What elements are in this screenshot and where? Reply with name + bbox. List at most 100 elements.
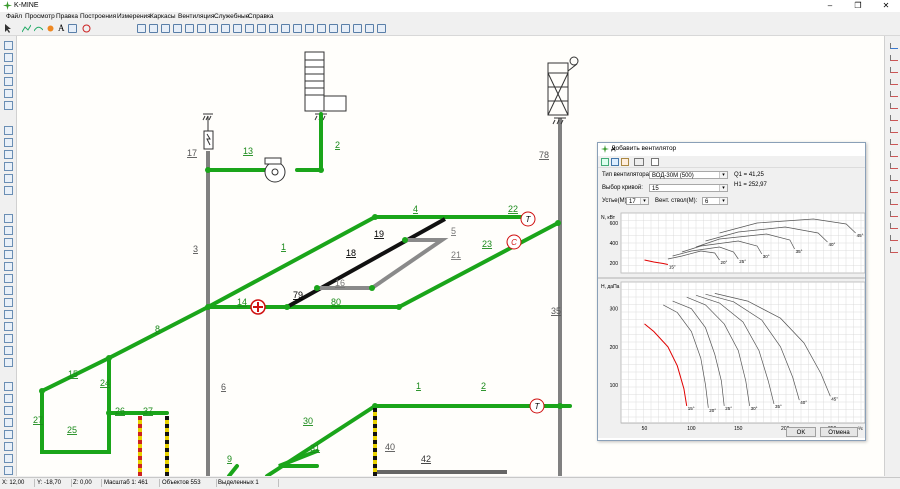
snap-mid-icon[interactable] <box>890 67 898 73</box>
curve-select[interactable]: 15 ▾ <box>649 184 728 192</box>
node-icon[interactable] <box>4 394 13 403</box>
grid-icon[interactable] <box>4 430 13 439</box>
calculator-icon[interactable] <box>4 310 13 319</box>
snap-apparent-icon[interactable] <box>890 199 898 205</box>
zoom-out-icon[interactable] <box>161 24 170 33</box>
cancel-button[interactable]: Отмена <box>820 427 858 437</box>
view-3d-icon[interactable] <box>281 24 290 33</box>
curve-icon[interactable] <box>34 24 43 33</box>
rotate-icon[interactable] <box>4 174 13 183</box>
snap-insert-icon[interactable] <box>890 163 898 169</box>
zoom-scale-icon[interactable] <box>305 24 314 33</box>
import-icon[interactable] <box>4 89 13 98</box>
snap-parallel-icon[interactable] <box>890 175 898 181</box>
snap-nearest-icon[interactable] <box>890 139 898 145</box>
snap-z-icon[interactable] <box>890 235 898 241</box>
snap-end-icon[interactable] <box>890 55 898 61</box>
view-front-icon[interactable] <box>257 24 266 33</box>
magnifier-minus-icon[interactable] <box>377 24 386 33</box>
split-icon[interactable] <box>4 358 13 367</box>
layers-icon[interactable] <box>4 126 13 135</box>
mirror-icon[interactable] <box>4 186 13 195</box>
cut-icon[interactable] <box>4 250 13 259</box>
paste-icon[interactable] <box>4 238 13 247</box>
snap-settings-icon[interactable] <box>890 223 898 229</box>
chart-view-icon[interactable] <box>611 158 619 166</box>
zoom-window-icon[interactable] <box>137 24 146 33</box>
snap-grid-icon[interactable] <box>890 43 898 49</box>
menu-constructions[interactable]: Построения <box>80 13 117 20</box>
minimize-button[interactable]: – <box>827 1 833 10</box>
zoom-previous-icon[interactable] <box>185 24 194 33</box>
fan-type-select[interactable]: ВОД-30М (500) ▾ <box>649 171 728 179</box>
copy-icon[interactable] <box>4 226 13 235</box>
table-icon[interactable] <box>4 214 13 223</box>
mouths-select[interactable]: 17 ▾ <box>626 197 649 205</box>
menu-service[interactable]: Служебные <box>214 13 250 20</box>
properties-icon[interactable] <box>4 298 13 307</box>
ok-button[interactable]: OK <box>786 427 816 437</box>
brush-icon[interactable] <box>4 262 13 271</box>
menu-frames[interactable]: Каркасы <box>150 13 176 20</box>
circle-tool-icon[interactable] <box>82 24 91 33</box>
measure-icon[interactable] <box>4 322 13 331</box>
shaft-select[interactable]: 6 ▾ <box>702 197 728 205</box>
save-as-icon[interactable] <box>4 77 13 86</box>
zoom-fit-icon[interactable] <box>317 24 326 33</box>
point-icon[interactable] <box>46 24 55 33</box>
menu-file[interactable]: Файл <box>6 13 22 20</box>
tunnel-icon[interactable] <box>4 274 13 283</box>
restore-button[interactable]: ❐ <box>854 1 862 10</box>
menu-edit[interactable]: Правка <box>56 13 78 20</box>
menu-ventilation[interactable]: Вентиляция <box>178 13 215 20</box>
edit-icon[interactable] <box>621 158 629 166</box>
snap-extension-icon[interactable] <box>890 187 898 193</box>
menu-view[interactable]: Просмотр <box>25 13 55 20</box>
zoom-all-icon[interactable] <box>221 24 230 33</box>
join-icon[interactable] <box>4 346 13 355</box>
document-icon[interactable] <box>651 158 659 166</box>
move-icon[interactable] <box>4 162 13 171</box>
zoom-center-icon[interactable] <box>329 24 338 33</box>
snap-center-icon[interactable] <box>890 79 898 85</box>
text-tool-icon[interactable]: A <box>58 23 65 33</box>
rotate-view-icon[interactable] <box>293 24 302 33</box>
export-icon[interactable] <box>4 101 13 110</box>
color-icon[interactable] <box>4 418 13 427</box>
expand-icon[interactable] <box>4 466 13 475</box>
polyline-icon[interactable] <box>22 24 31 33</box>
save-icon[interactable] <box>4 65 13 74</box>
zoom-extents-icon[interactable] <box>173 24 182 33</box>
close-button[interactable]: ✕ <box>882 1 890 10</box>
redraw-icon[interactable] <box>353 24 362 33</box>
snap-intersection-icon[interactable] <box>890 103 898 109</box>
dialog-close-button[interactable]: ✕ <box>611 146 617 153</box>
arrow-icon[interactable] <box>4 406 13 415</box>
pointer-icon[interactable] <box>4 24 12 33</box>
snap-node-icon[interactable] <box>890 91 898 97</box>
zoom-in-icon[interactable] <box>149 24 158 33</box>
menu-measurements[interactable]: Измерения <box>117 13 151 20</box>
magnifier-plus-icon[interactable] <box>365 24 374 33</box>
view-top-icon[interactable] <box>245 24 254 33</box>
zoom-selection-icon[interactable] <box>341 24 350 33</box>
tag-icon[interactable] <box>4 454 13 463</box>
zoom-object-icon[interactable] <box>209 24 218 33</box>
table-view-icon[interactable] <box>601 158 609 166</box>
snap-none-icon[interactable] <box>890 211 898 217</box>
snap-fix-icon[interactable] <box>890 247 898 253</box>
snap-perpendicular-icon[interactable] <box>890 115 898 121</box>
options-dropdown-icon[interactable] <box>634 158 644 166</box>
delete-icon[interactable] <box>4 334 13 343</box>
menu-help[interactable]: Справка <box>248 13 274 20</box>
snap-quadrant-icon[interactable] <box>890 151 898 157</box>
pan-icon[interactable] <box>197 24 206 33</box>
line-style-icon[interactable] <box>4 382 13 391</box>
open-file-icon[interactable] <box>4 53 13 62</box>
cube-icon[interactable] <box>4 150 13 159</box>
scissors-icon[interactable] <box>4 442 13 451</box>
rectangle-icon[interactable] <box>68 24 77 33</box>
snap-tangent-icon[interactable] <box>890 127 898 133</box>
new-file-icon[interactable] <box>4 41 13 50</box>
zoom-layer-icon[interactable] <box>233 24 242 33</box>
